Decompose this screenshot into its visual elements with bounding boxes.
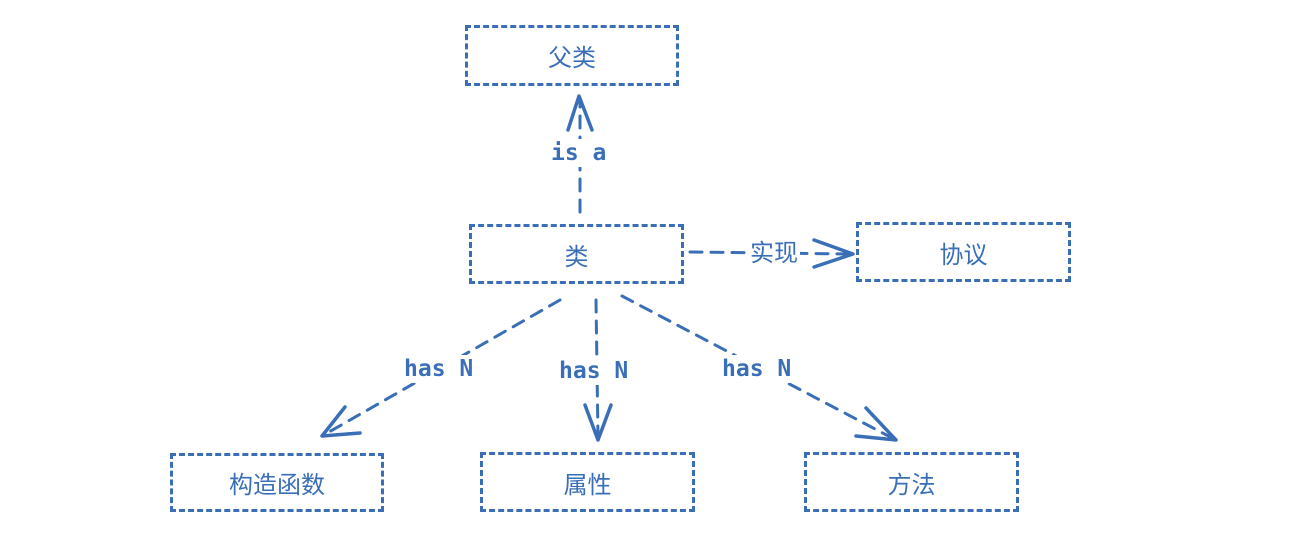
node-superclass[interactable]: 父类 [465,25,679,86]
node-property[interactable]: 属性 [480,452,695,512]
arrowhead-has-method [854,406,898,442]
arrowhead-is-a [566,94,594,132]
edge-label-is-a: is a [549,139,609,167]
arrowhead-has-property [583,403,613,442]
node-class[interactable]: 类 [469,224,684,284]
arrowhead-implements [812,238,855,269]
edge-label-implements: 实现 [748,239,800,267]
node-method[interactable]: 方法 [804,452,1019,512]
edge-label-has-property: has N [557,357,631,385]
edge-label-has-method: has N [720,355,794,383]
node-constructor[interactable]: 构造函数 [170,453,384,512]
arrowhead-has-constructor [320,405,362,438]
edge-implements [688,250,852,256]
edge-label-has-constructor: has N [402,355,476,383]
node-protocol[interactable]: 协议 [856,222,1071,282]
